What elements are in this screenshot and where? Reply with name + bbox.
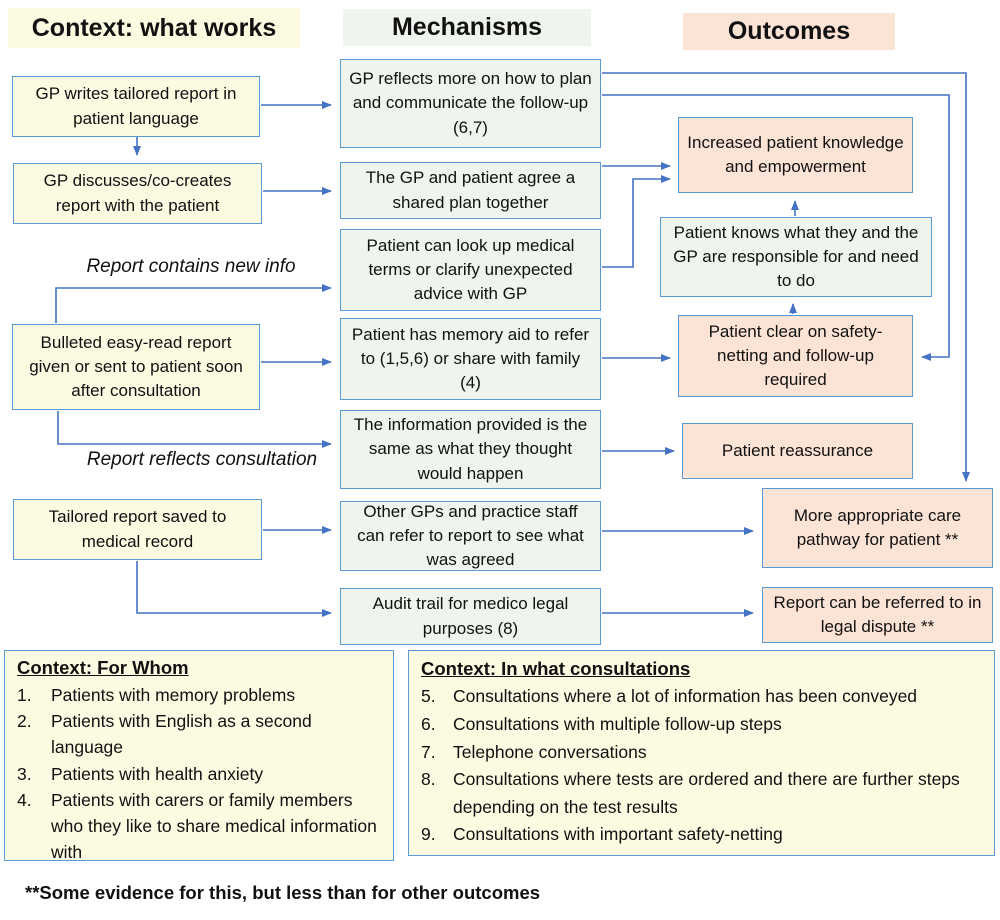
list-item-number: 9. <box>421 824 436 845</box>
list-item-text: Consultations where a lot of information… <box>453 686 918 707</box>
list-item-number: 4. <box>17 789 32 810</box>
mechanism-box-other-gps: Other GPs and practice staff can refer t… <box>340 501 601 571</box>
list-item: 3. Patients with health anxiety <box>17 761 381 787</box>
header-mechanisms: Mechanisms <box>343 9 591 46</box>
list-item-number: 2. <box>17 711 32 731</box>
list-item-number: 7. <box>421 741 436 762</box>
panel-consultations-title: Context: In what consultations <box>421 658 691 679</box>
list-item-number: 8. <box>421 769 436 790</box>
header-outcomes: Outcomes <box>683 13 895 50</box>
list-item: 1. Patients with memory problems <box>17 682 381 708</box>
arrow-bulleted-to-lookup <box>55 284 332 323</box>
list-item: 4. Patients with carers or family member… <box>17 787 381 866</box>
list-item-text: Patients with English as a second langua… <box>51 711 312 758</box>
list-item-number: 6. <box>421 713 436 734</box>
outcome-box-responsibilities: Patient knows what they and the GP are r… <box>660 217 932 297</box>
arrow-saved-to-audittrail <box>136 561 332 617</box>
list-item-text: Telephone conversations <box>453 741 647 762</box>
panel-for-whom: Context: For Whom 1. Patients with memor… <box>4 650 394 862</box>
list-item-number: 3. <box>17 763 32 784</box>
mechanism-box-look-up: Patient can look up medical terms or cla… <box>340 229 601 311</box>
context-box-bulleted-report: Bulleted easy-read report given or sent … <box>12 324 260 410</box>
outcome-box-knowledge: Increased patient knowledge and empowerm… <box>678 117 913 193</box>
arrow-bulleted-to-sameinfo <box>57 411 332 448</box>
context-box-writes-report: GP writes tailored report in patient lan… <box>12 76 260 137</box>
list-item-number: 5. <box>421 686 436 707</box>
context-box-saved-report: Tailored report saved to medical record <box>13 499 262 560</box>
list-item: 7. Telephone conversations <box>421 739 982 767</box>
list-item: 6. Consultations with multiple follow-up… <box>421 711 982 739</box>
arrow-lookup-to-knowledge <box>602 175 671 268</box>
panel-consultations: Context: In what consultations 5. Consul… <box>408 650 995 856</box>
arrow-reflects-to-safetynetting <box>602 94 950 361</box>
list-item-text: Consultations with important safety-nett… <box>453 824 783 845</box>
list-item-number: 1. <box>17 684 32 705</box>
list-item: 9. Consultations with important safety-n… <box>421 821 982 849</box>
arrow-reflects-to-carepathway <box>602 72 970 482</box>
list-item-text: Patients with carers or family members w… <box>51 789 377 863</box>
outcome-box-care-pathway: More appropriate care pathway for patien… <box>762 488 993 568</box>
context-box-discusses-report: GP discusses/co-creates report with the … <box>13 163 262 224</box>
header-context: Context: what works <box>8 8 300 48</box>
list-item-text: Patients with health anxiety <box>51 763 264 784</box>
list-item-text: Consultations where tests are ordered an… <box>453 769 960 817</box>
mechanism-box-same-info: The information provided is the same as … <box>340 410 601 489</box>
flow-label-reflects-consultation: Report reflects consultation <box>86 449 318 470</box>
outcome-box-safety-netting: Patient clear on safety-netting and foll… <box>678 315 913 397</box>
list-item: 8. Consultations where tests are ordered… <box>421 766 982 821</box>
outcome-box-legal-dispute: Report can be referred to in legal dispu… <box>762 587 993 643</box>
outcome-box-reassurance: Patient reassurance <box>682 423 913 479</box>
mechanism-box-audit-trail: Audit trail for medico legal purposes (8… <box>340 588 601 645</box>
list-item: 2. Patients with English as a second lan… <box>17 708 381 761</box>
mechanism-box-shared-plan: The GP and patient agree a shared plan t… <box>340 162 601 219</box>
list-item: 5. Consultations where a lot of informat… <box>421 683 982 711</box>
mechanism-box-gp-reflects: GP reflects more on how to plan and comm… <box>340 59 601 148</box>
mechanism-box-memory-aid: Patient has memory aid to refer to (1,5,… <box>340 318 601 400</box>
panel-for-whom-title: Context: For Whom <box>17 657 189 678</box>
list-item-text: Consultations with multiple follow-up st… <box>453 713 782 734</box>
footnote-evidence-note: **Some evidence for this, but less than … <box>25 882 541 903</box>
flow-label-contains-new-info: Report contains new info <box>86 256 296 277</box>
list-item-text: Patients with memory problems <box>51 684 296 705</box>
